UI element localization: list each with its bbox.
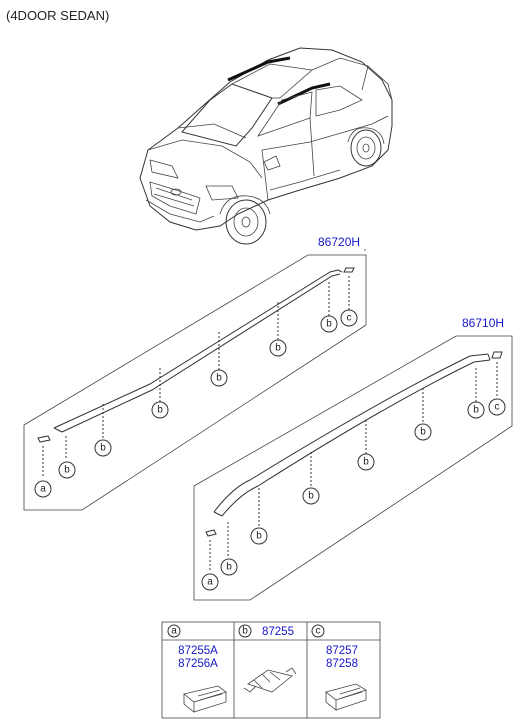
svg-text:b: b <box>100 443 106 454</box>
svg-text:b: b <box>64 465 70 476</box>
svg-text:b: b <box>256 531 262 542</box>
callout-b: b <box>269 339 287 357</box>
part-87255: 87255 <box>262 626 294 638</box>
callout-a: a <box>34 480 52 498</box>
svg-text:b: b <box>420 427 426 438</box>
clip-a-upper <box>37 435 51 443</box>
svg-text:b: b <box>242 626 248 637</box>
callout-b: b <box>58 461 76 479</box>
svg-text:a: a <box>40 484 46 495</box>
svg-text:a: a <box>171 626 177 637</box>
table-col-c: c 87257 87258 <box>311 624 367 711</box>
clip-b-illustration <box>243 667 297 693</box>
callout-b: b <box>220 558 238 576</box>
svg-text:c: c <box>316 626 321 637</box>
callout-b: b <box>250 527 268 545</box>
callout-b: b <box>414 423 432 441</box>
svg-text:b: b <box>363 457 369 468</box>
callout-c: c <box>340 309 358 327</box>
clip-c-lower <box>491 351 503 359</box>
svg-text:b: b <box>275 343 281 354</box>
svg-text:b: b <box>473 405 479 416</box>
svg-text:c: c <box>347 313 352 324</box>
car-illustration <box>139 47 393 245</box>
callout-c: c <box>488 398 506 416</box>
part-number-86720h: 86720H <box>318 235 360 249</box>
callout-b: b <box>357 453 375 471</box>
clip-a-lower <box>205 529 217 537</box>
callout-b: b <box>467 401 485 419</box>
svg-text:b: b <box>326 319 332 330</box>
callout-b: b <box>94 439 112 457</box>
assembly-86720h: 86720H a b b b b b b c <box>23 235 367 511</box>
callout-b: b <box>151 401 169 419</box>
clip-a-illustration <box>183 685 227 713</box>
table-col-a: a 87255A 87256A <box>167 624 227 713</box>
part-87256a: 87256A <box>178 658 218 670</box>
callout-b: b <box>320 315 338 333</box>
svg-text:b: b <box>216 373 222 384</box>
part-87258: 87258 <box>326 658 358 670</box>
svg-text:b: b <box>226 562 232 573</box>
callout-b: b <box>302 487 320 505</box>
clip-c-upper <box>343 267 355 273</box>
svg-text:a: a <box>207 577 213 588</box>
part-87257: 87257 <box>326 645 358 657</box>
page-title: (4DOOR SEDAN) <box>6 8 110 23</box>
assembly-86710h: 86710H a b b b b b b c <box>193 316 513 601</box>
clip-c-illustration <box>325 683 367 711</box>
parts-table: a 87255A 87256A b 87255 <box>161 621 381 719</box>
part-number-86710h: 86710H <box>462 316 504 330</box>
callout-b: b <box>210 369 228 387</box>
svg-text:b: b <box>157 405 163 416</box>
table-col-b: b 87255 <box>238 624 297 693</box>
svg-text:b: b <box>308 491 314 502</box>
svg-text:c: c <box>495 402 500 413</box>
part-87255a: 87255A <box>178 645 218 657</box>
callout-a: a <box>201 573 219 591</box>
